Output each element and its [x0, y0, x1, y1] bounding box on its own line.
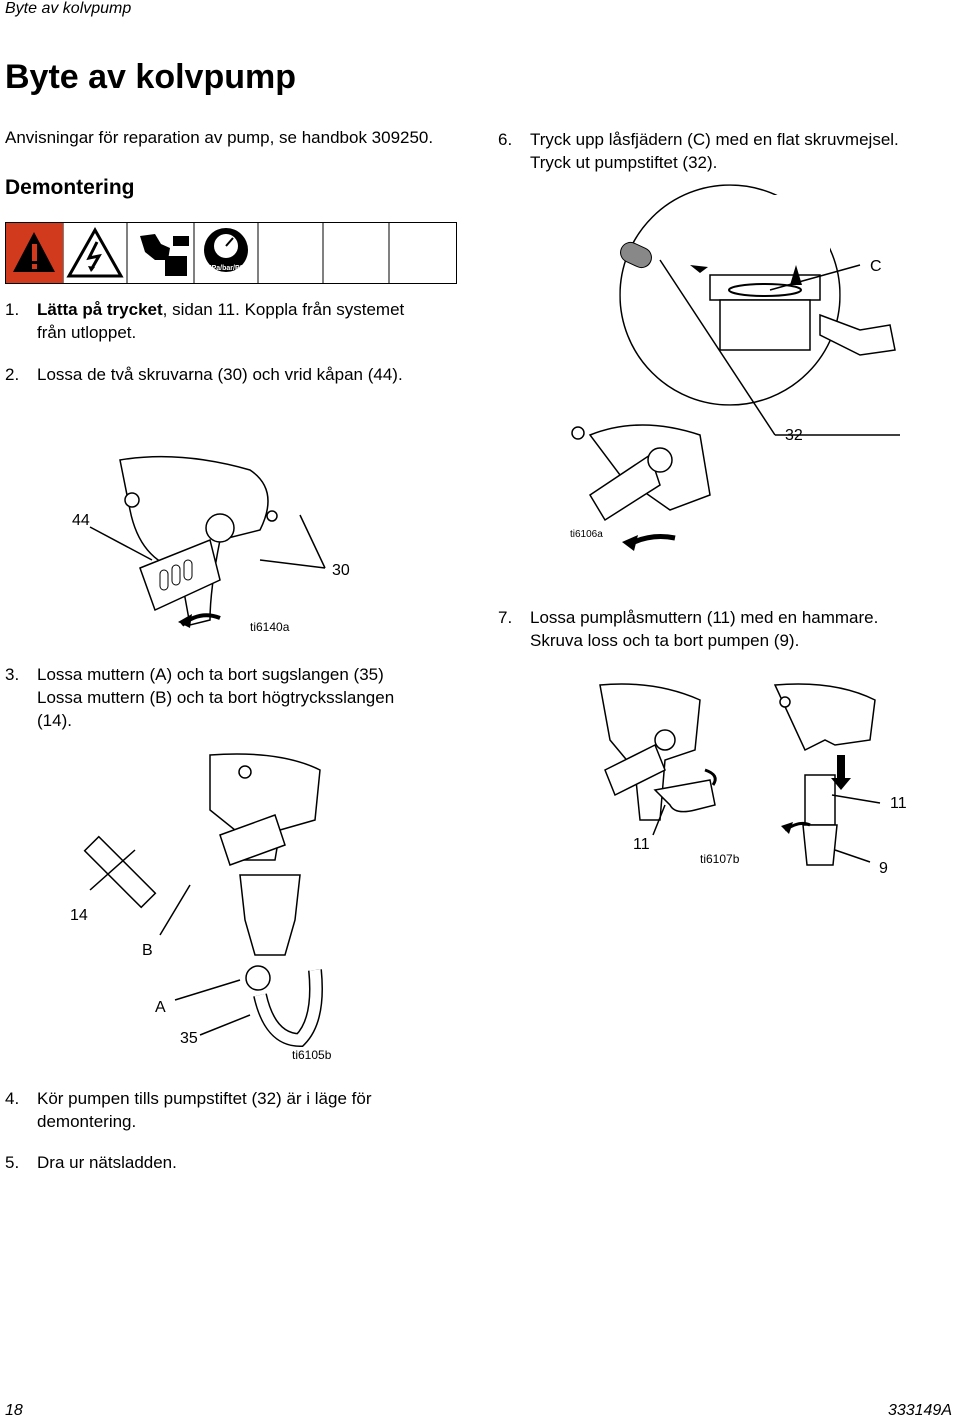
figure-ti6107b: 11 11 9 ti6107b — [595, 680, 925, 880]
figure-code: ti6140a — [250, 620, 290, 634]
callout-44: 44 — [72, 512, 90, 529]
moving-parts-icon — [140, 234, 189, 276]
figure-code: ti6105b — [292, 1048, 332, 1062]
electric-shock-icon — [66, 226, 124, 278]
section-heading: Demontering — [5, 176, 135, 199]
intro-text: Anvisningar för reparation av pump, se h… — [5, 128, 434, 147]
callout-32: 32 — [785, 427, 803, 444]
step-1: 1. Lätta på trycket, sidan 11. Koppla fr… — [5, 300, 405, 342]
pressure-gauge-icon: MPa/bar/PSI — [204, 228, 248, 272]
callout-9: 9 — [879, 860, 888, 877]
svg-text:MPa/bar/PSI: MPa/bar/PSI — [206, 265, 247, 272]
step-6: 6. Tryck upp låsfjädern (C) med en flat … — [498, 130, 899, 172]
document-id: 333149A — [887, 1402, 952, 1419]
step-5: 5. Dra ur nätsladden. — [5, 1153, 177, 1172]
callout-14: 14 — [70, 907, 88, 924]
figure-ti6140a: 44 30 ti6140a — [60, 450, 360, 650]
step-1-bold: Lätta på trycket — [37, 300, 163, 319]
warning-triangle-icon — [6, 223, 63, 283]
figure-ti6105b: 14 B A 35 ti6105b — [60, 750, 390, 1070]
step-4: 4. Kör pumpen tills pumpstiftet (32) är … — [5, 1089, 372, 1131]
step-7: 7. Lossa pumplåsmuttern (11) med en hamm… — [498, 608, 879, 650]
callout-30: 30 — [332, 562, 350, 579]
running-header: Byte av kolvpump — [5, 0, 132, 17]
warning-icon-strip: MPa/bar/PSI — [5, 222, 457, 284]
step-2: 2. Lossa de två skruvarna (30) och vrid … — [5, 365, 403, 384]
figure-code: ti6106a — [570, 529, 603, 540]
page-number: 18 — [5, 1402, 23, 1419]
callout-11-right: 11 — [890, 795, 907, 812]
callout-a: A — [155, 999, 166, 1016]
callout-b: B — [142, 942, 153, 959]
callout-35: 35 — [180, 1030, 198, 1047]
figure-ti6106a: C 32 ti6106a — [560, 195, 930, 560]
callout-11-left: 11 — [633, 836, 650, 853]
page-title: Byte av kolvpump — [5, 58, 296, 96]
figure-code: ti6107b — [700, 852, 740, 866]
step-3: 3. Lossa muttern (A) och ta bort sugslan… — [5, 665, 395, 730]
callout-c: C — [870, 258, 882, 275]
